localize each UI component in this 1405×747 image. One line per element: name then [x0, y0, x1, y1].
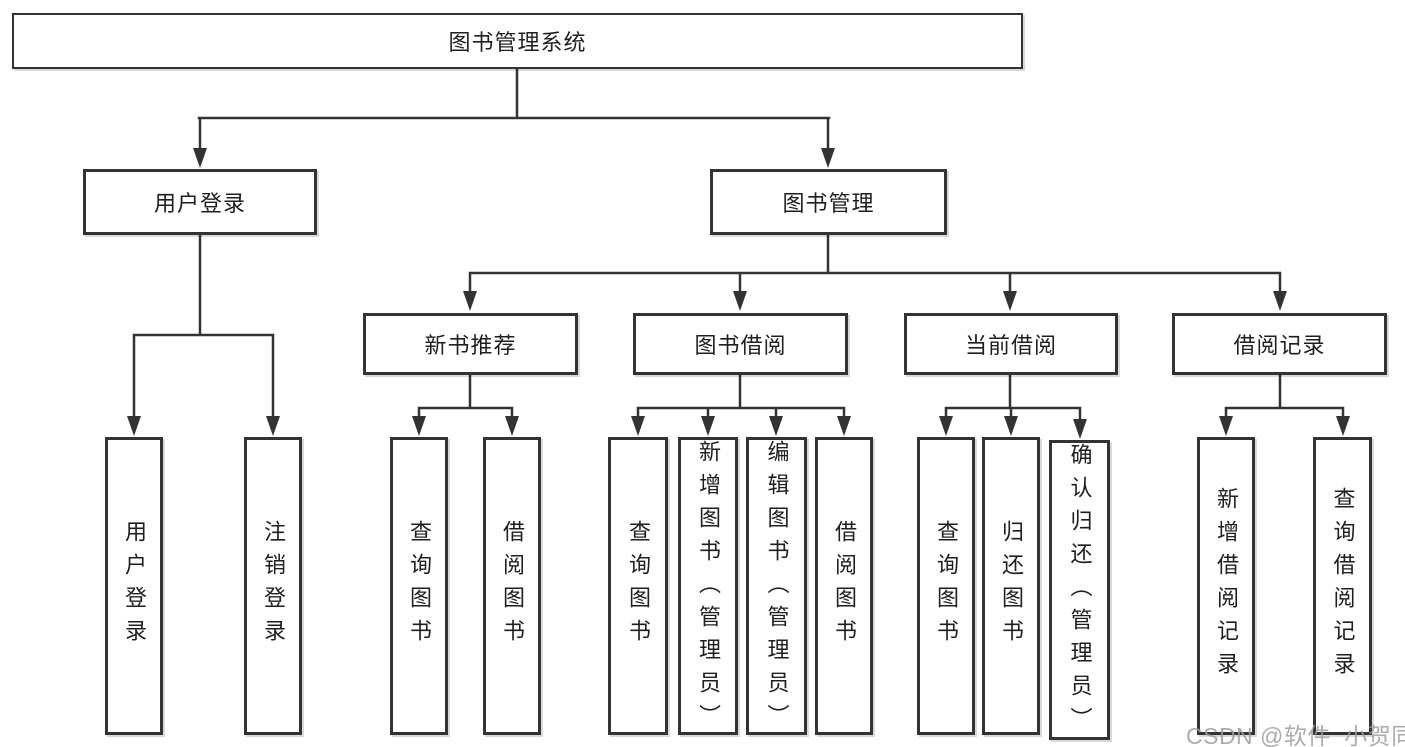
node-borrow-records-label: 借阅记录 — [1233, 333, 1326, 358]
leaf-bb-add-book-admin-label: 新增图书（管理员） — [696, 440, 721, 737]
csdn-watermark: CSDN @软件_小贺同学 — [1186, 723, 1405, 747]
node-root-label: 图书管理系统 — [448, 30, 587, 55]
leaf-bb-add-book-admin: 新增图书（管理员） — [678, 437, 738, 737]
node-current-borrow: 当前借阅 — [904, 313, 1118, 375]
node-root: 图书管理系统 — [12, 13, 1023, 69]
node-book-management: 图书管理 — [710, 169, 947, 235]
leaf-br-add-record-label: 新增借阅记录 — [1214, 487, 1239, 685]
leaf-rec-query-books-label: 查询图书 — [407, 520, 432, 652]
leaf-logout: 注销登录 — [244, 437, 302, 735]
arrowheads — [127, 148, 1350, 439]
leaf-br-query-record: 查询借阅记录 — [1313, 437, 1372, 735]
leaf-user-login: 用户登录 — [105, 437, 163, 735]
leaf-cb-query-books-label: 查询图书 — [934, 520, 959, 652]
node-user-login-group-label: 用户登录 — [153, 191, 246, 216]
leaf-bb-query-books-label: 查询图书 — [626, 520, 651, 652]
node-book-borrow: 图书借阅 — [633, 313, 848, 375]
node-book-borrow-label: 图书借阅 — [694, 333, 787, 358]
leaf-cb-confirm-return-admin: 确认归还（管理员） — [1049, 440, 1110, 740]
leaf-cb-query-books: 查询图书 — [917, 437, 975, 735]
node-new-book-recommend: 新书推荐 — [363, 313, 578, 375]
leaf-user-login-label: 用户登录 — [122, 520, 147, 652]
leaf-cb-return-books-label: 归还图书 — [999, 520, 1024, 652]
node-user-login-group: 用户登录 — [83, 169, 317, 235]
leaf-bb-borrow-books: 借阅图书 — [815, 437, 873, 735]
leaf-rec-borrow-books-label: 借阅图书 — [500, 520, 525, 652]
leaf-br-add-record: 新增借阅记录 — [1197, 437, 1255, 735]
leaf-logout-label: 注销登录 — [261, 520, 286, 652]
leaf-rec-query-books: 查询图书 — [390, 437, 448, 735]
node-new-book-recommend-label: 新书推荐 — [424, 333, 517, 358]
leaf-bb-edit-book-admin-label: 编辑图书（管理员） — [764, 440, 790, 737]
leaf-bb-query-books: 查询图书 — [608, 437, 668, 735]
leaf-cb-return-books: 归还图书 — [982, 437, 1040, 735]
node-current-borrow-label: 当前借阅 — [964, 333, 1057, 358]
node-book-management-label: 图书管理 — [782, 191, 875, 216]
leaf-br-query-record-label: 查询借阅记录 — [1330, 487, 1356, 685]
connector-path — [132, 67, 1345, 423]
leaf-cb-confirm-return-admin-label: 确认归还（管理员） — [1067, 443, 1093, 740]
node-borrow-records: 借阅记录 — [1172, 313, 1387, 375]
leaf-bb-edit-book-admin: 编辑图书（管理员） — [746, 437, 807, 737]
leaf-bb-borrow-books-label: 借阅图书 — [832, 520, 857, 652]
leaf-rec-borrow-books: 借阅图书 — [483, 437, 541, 735]
